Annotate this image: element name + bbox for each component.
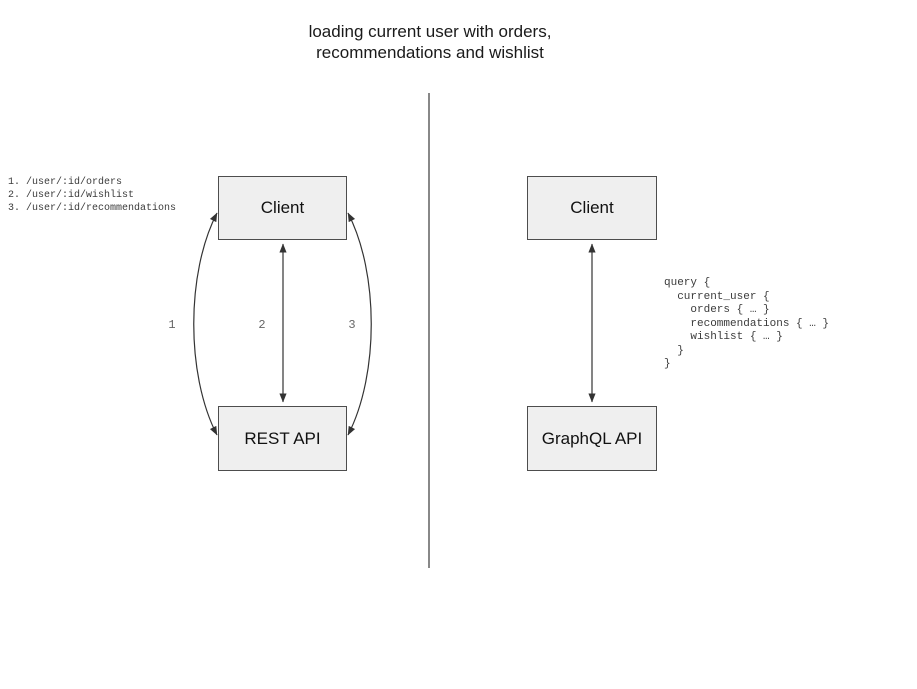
arrow-label-3: 3 <box>348 318 356 332</box>
arrow-label-2: 2 <box>258 318 266 332</box>
rest-endpoint-list: 1. /user/:id/orders 2. /user/:id/wishlis… <box>8 176 176 215</box>
query-line: wishlist { … } <box>664 331 783 343</box>
client-box-graphql-label: Client <box>570 198 614 217</box>
query-line: } <box>664 358 671 370</box>
rest-endpoint-orders: 1. /user/:id/orders <box>8 177 123 188</box>
client-box-graphql: Client <box>527 176 657 240</box>
query-line: orders { … } <box>664 304 770 316</box>
rest-api-box-label: REST API <box>244 428 321 448</box>
diagram-title: loading current user with orders, recomm… <box>308 22 552 62</box>
arrow-label-1: 1 <box>168 318 176 332</box>
rest-api-box: REST API <box>218 406 347 471</box>
rest-endpoint-wishlist: 2. /user/:id/wishlist <box>8 190 135 201</box>
graphql-query-snippet: query { current_user { orders { … } reco… <box>664 277 829 372</box>
graphql-api-box-label: GraphQL API <box>541 428 643 448</box>
query-line: current_user { <box>664 290 770 303</box>
query-line: recommendations { … } <box>664 317 830 330</box>
client-box-rest: Client <box>218 176 347 240</box>
client-box-rest-label: Client <box>260 198 305 217</box>
rest-endpoint-recommendations: 3. /user/:id/recommendations <box>8 203 177 214</box>
query-line: query { <box>664 277 711 289</box>
rest-request-arrow-3 <box>347 212 372 436</box>
query-line: } <box>664 344 684 357</box>
rest-request-arrow-1 <box>193 212 218 436</box>
graphql-api-box: GraphQL API <box>527 406 657 471</box>
